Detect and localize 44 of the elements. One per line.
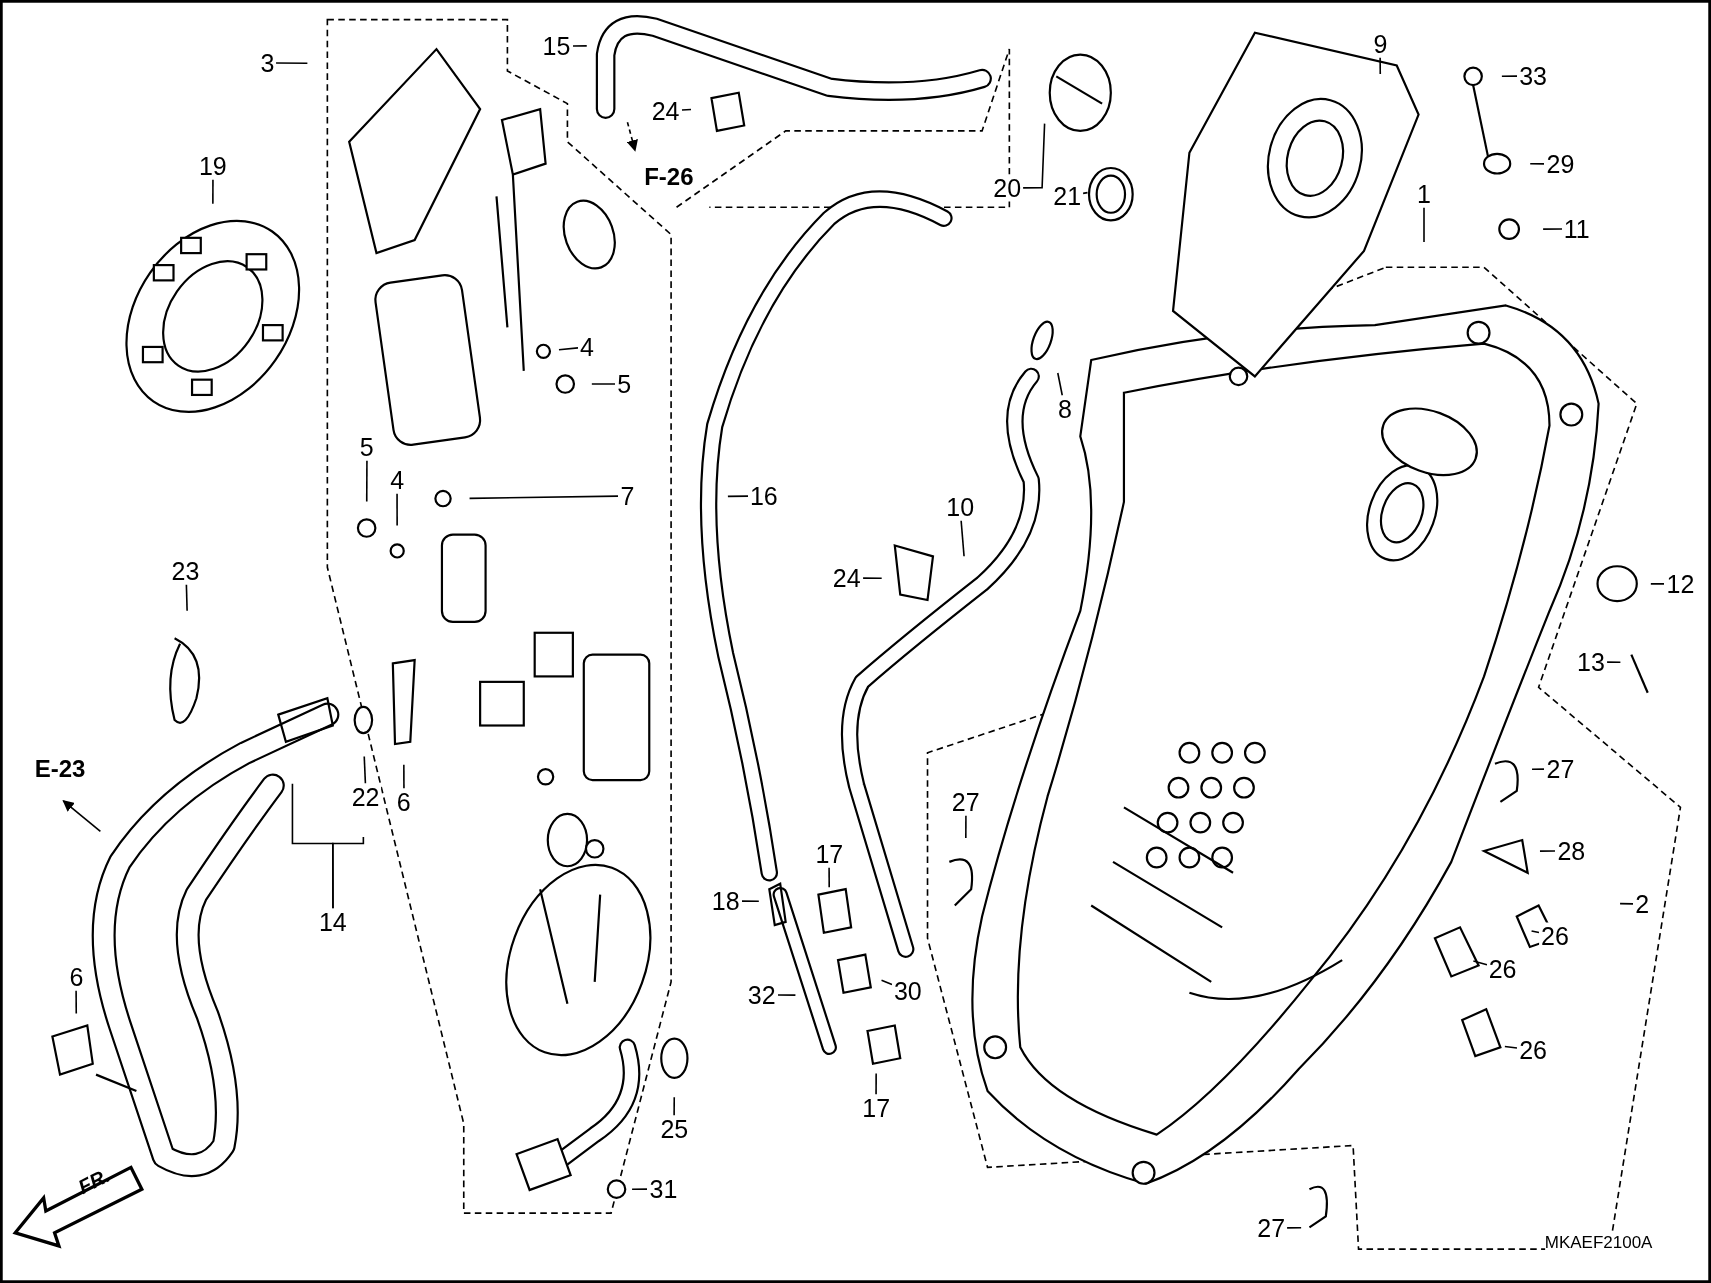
leader-line <box>965 814 967 839</box>
leader-line <box>403 763 405 790</box>
leader-line <box>741 900 760 903</box>
leader-line <box>591 383 616 385</box>
leader-line <box>1379 56 1382 75</box>
leader-line <box>1423 206 1425 243</box>
leader-line <box>1501 75 1518 78</box>
leader-line <box>396 492 398 527</box>
leader-line <box>75 989 78 1015</box>
leader-line <box>727 495 749 498</box>
leader-line <box>875 1072 877 1096</box>
leader-line <box>365 459 368 503</box>
leader-line <box>185 583 188 612</box>
leader-line <box>1531 768 1545 770</box>
leader-line <box>1650 583 1665 585</box>
leader-line <box>1286 1226 1302 1229</box>
leader-line <box>673 1096 676 1117</box>
leader-line <box>1530 930 1540 934</box>
leader-line <box>212 178 214 205</box>
leader-line <box>1504 1045 1518 1049</box>
leader-line <box>777 994 797 996</box>
leader-line <box>1619 902 1634 905</box>
drawing-code: MKAEF2100A <box>1544 1233 1653 1251</box>
leader-line <box>1606 661 1622 664</box>
leader-line <box>558 347 579 351</box>
leader-line <box>275 62 309 64</box>
leader-line <box>1539 850 1556 852</box>
leader-line <box>828 866 830 889</box>
leader-line <box>631 1188 648 1191</box>
leader-line <box>468 495 619 500</box>
leader-line <box>1022 122 1046 189</box>
leader-line <box>572 45 588 47</box>
leader-line <box>880 979 893 986</box>
leader-line <box>1529 162 1545 165</box>
leader-line <box>960 519 965 557</box>
leader-line <box>1472 960 1488 966</box>
leader-line <box>1542 228 1563 230</box>
leader-line <box>363 755 367 785</box>
leader-line <box>862 577 883 580</box>
leader-line <box>1082 191 1089 195</box>
leader-line <box>681 108 692 111</box>
leader-line <box>332 836 365 910</box>
callout-number: 20 <box>991 174 1024 202</box>
leader-line <box>1057 372 1064 397</box>
